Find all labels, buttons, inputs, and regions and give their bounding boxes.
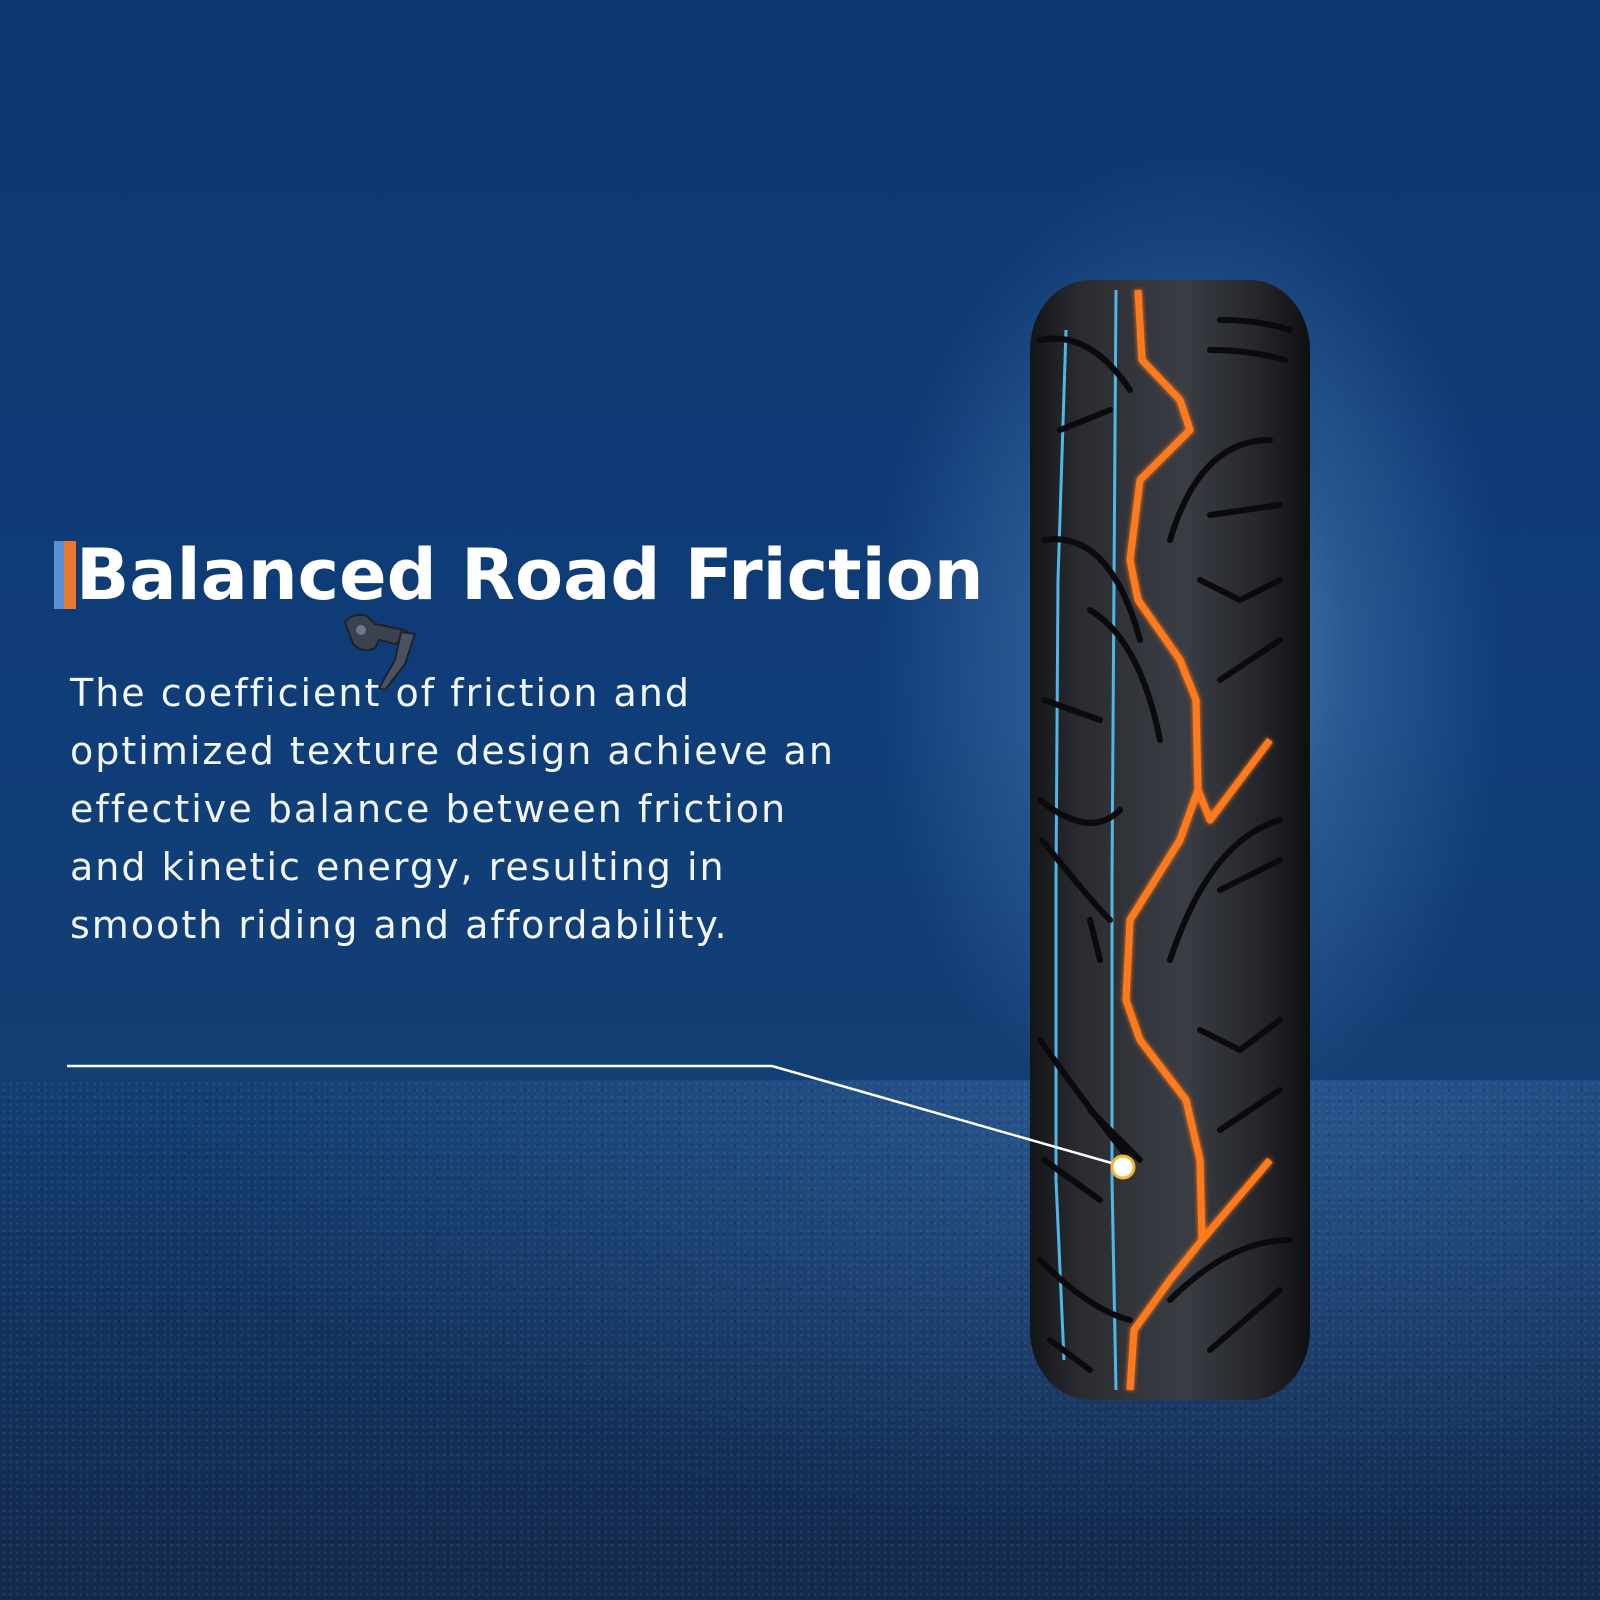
tire-image: [1030, 280, 1310, 1400]
description-line-2: optimized texture design achieve an: [70, 729, 835, 773]
feature-heading: Balanced Road Friction: [54, 534, 984, 616]
description-line-4: and kinetic energy, resulting in: [70, 845, 726, 889]
wrench-tool-icon: [343, 613, 417, 692]
feature-description: The coefficient of friction and optimize…: [70, 664, 835, 954]
description-line-5: smooth riding and affordability.: [70, 903, 729, 947]
floor-texture: [0, 1080, 1600, 1600]
heading-accent-marker: [54, 541, 88, 609]
tire-groove-blue-center: [1110, 289, 1118, 1391]
accent-bar-orange: [64, 541, 76, 609]
description-line-1: The coefficient of friction and: [70, 671, 691, 715]
accent-bar-blue: [54, 541, 64, 609]
tire-groove-orange: [1122, 289, 1273, 1391]
tire-groove-blue-left: [1054, 329, 1068, 1361]
feature-title: Balanced Road Friction: [76, 534, 984, 616]
description-line-3: effective balance between friction: [70, 787, 788, 831]
